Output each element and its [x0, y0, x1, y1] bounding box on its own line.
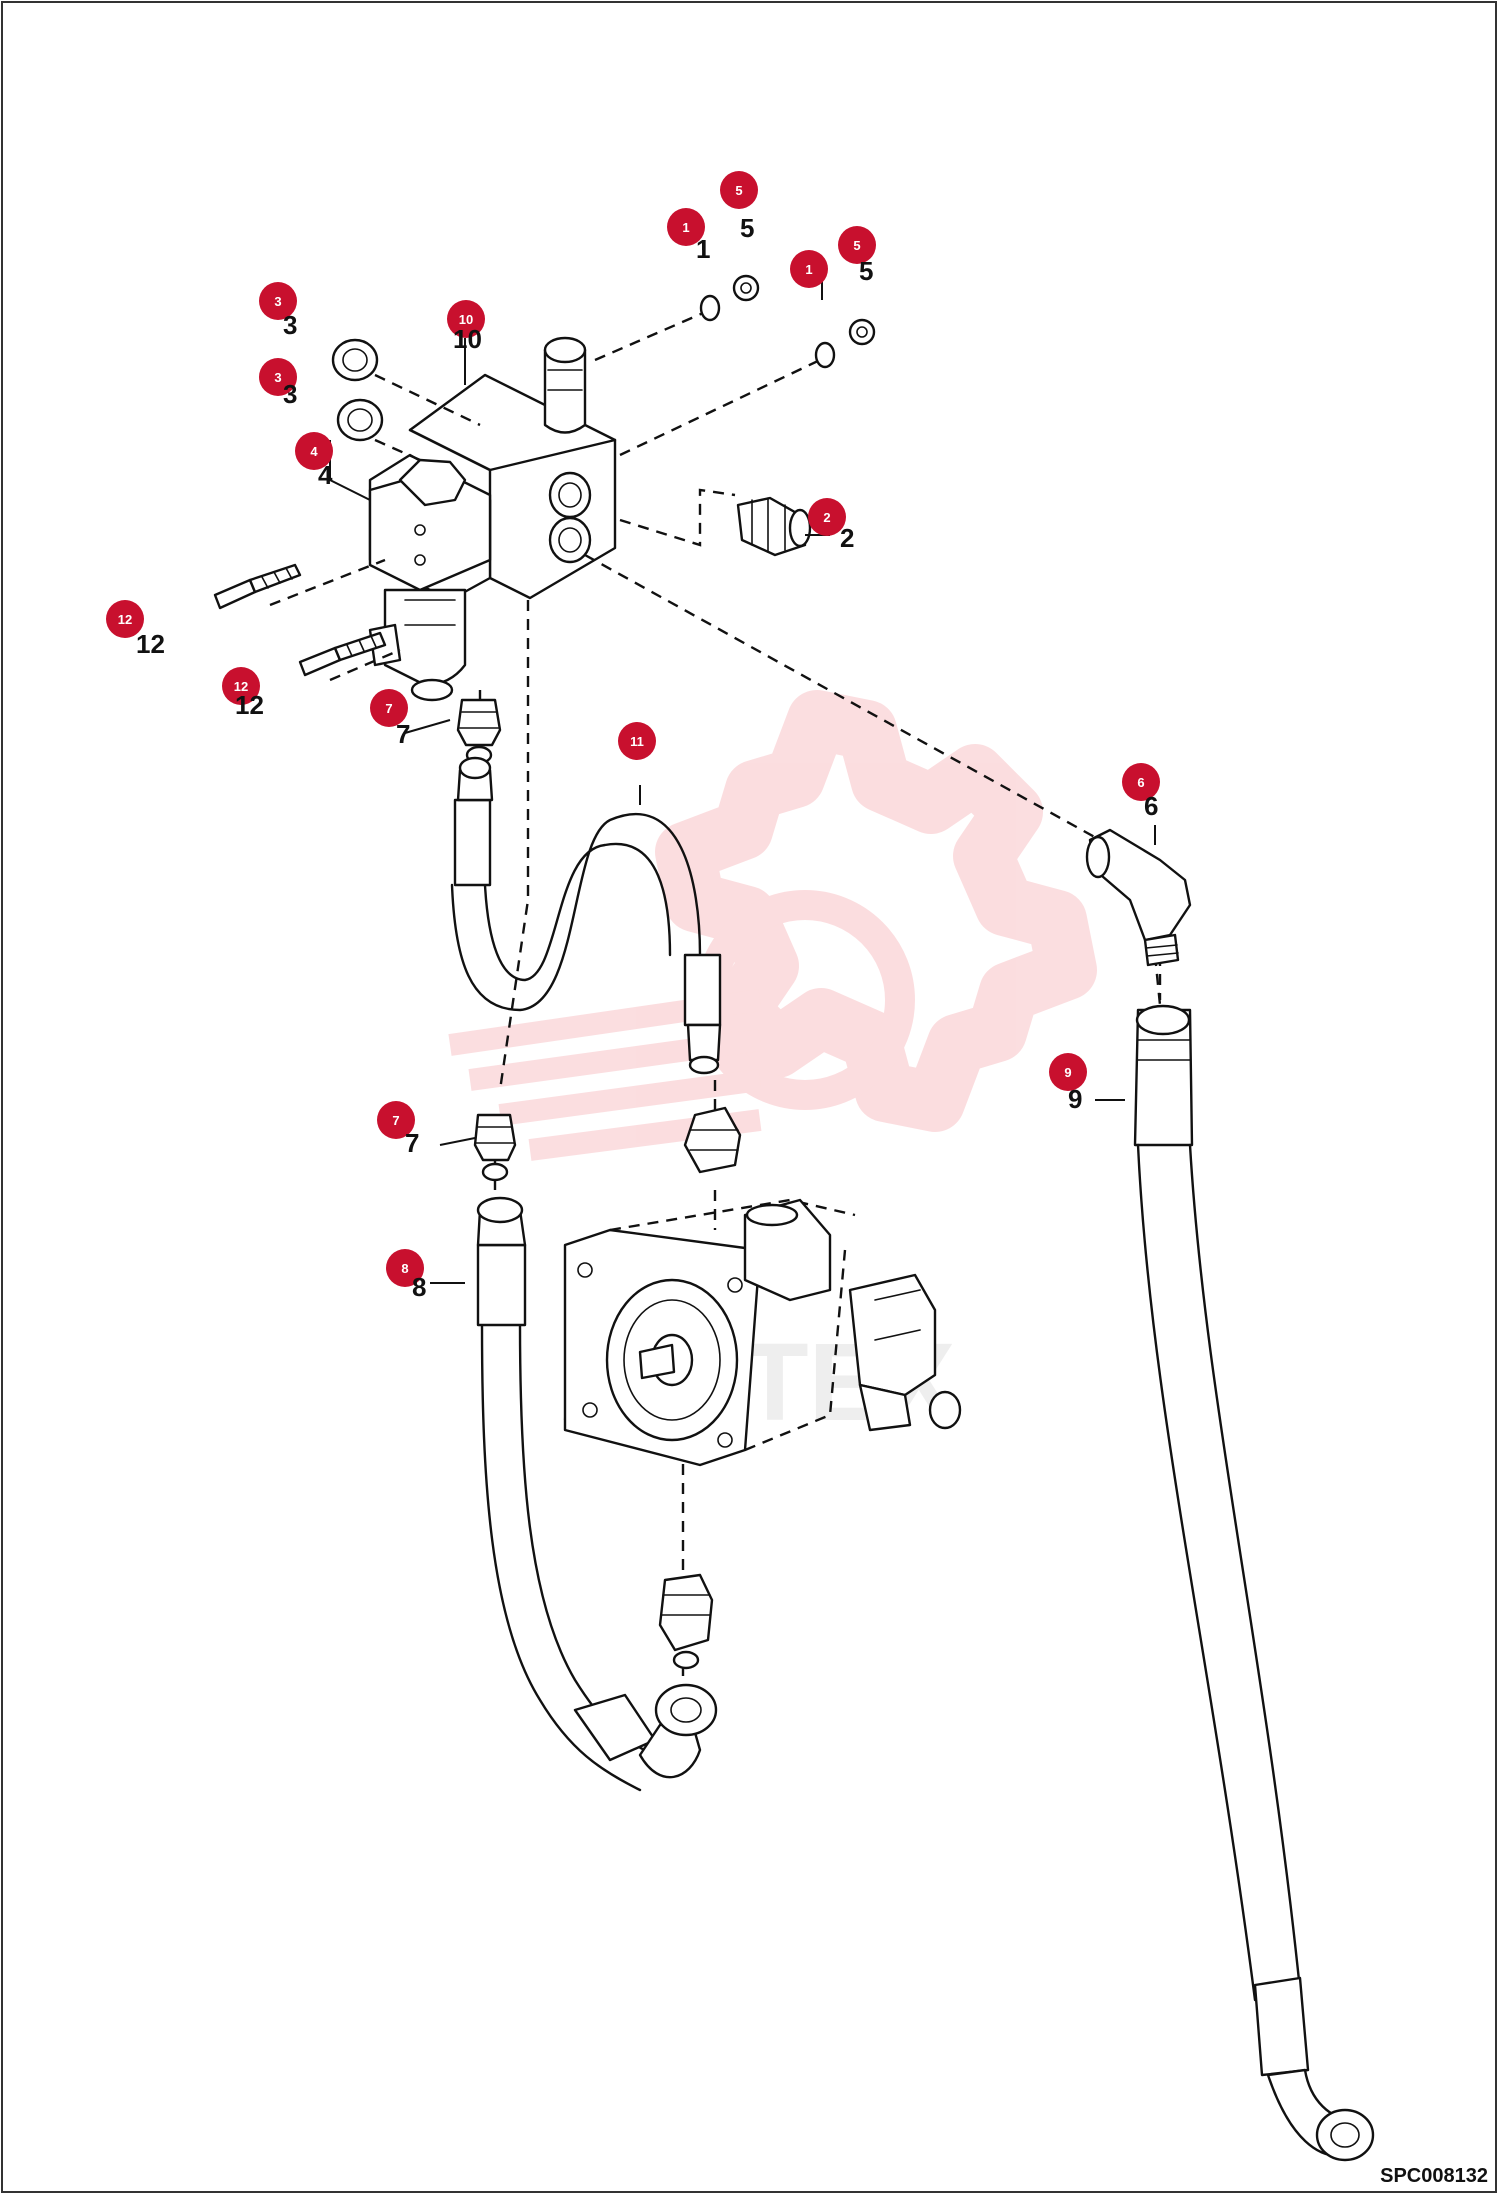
svg-text:12: 12	[118, 612, 132, 627]
callout-1a: 1 1	[667, 208, 710, 264]
nut-5b	[848, 318, 876, 346]
callout-3b: 3 3	[259, 358, 297, 409]
svg-text:10: 10	[459, 312, 473, 327]
callout-1b: 1	[790, 250, 828, 288]
svg-text:9: 9	[1064, 1065, 1071, 1080]
svg-text:12: 12	[136, 629, 165, 659]
svg-text:6: 6	[1137, 775, 1144, 790]
hose-11	[450, 756, 722, 1075]
fitting-7a	[456, 698, 502, 765]
svg-text:8: 8	[401, 1261, 408, 1276]
bolt-12b	[298, 631, 387, 677]
callout-7b: 7 7	[377, 1101, 419, 1158]
svg-text:4: 4	[318, 460, 333, 490]
elbow-fitting-6	[1085, 828, 1192, 967]
svg-text:3: 3	[283, 379, 297, 409]
svg-text:8: 8	[412, 1272, 426, 1302]
motor-fitting-bottom	[658, 1573, 714, 1670]
hydraulic-motor	[563, 1198, 962, 1467]
assembly-lines	[269, 308, 1162, 1695]
callout-12a: 12 12	[106, 600, 165, 659]
svg-text:7: 7	[392, 1113, 399, 1128]
callout-11: 11	[618, 722, 656, 760]
svg-text:5: 5	[859, 256, 873, 286]
svg-text:3: 3	[283, 310, 297, 340]
nut-5a	[732, 274, 760, 302]
svg-text:5: 5	[735, 183, 742, 198]
washer-1a	[699, 294, 721, 322]
svg-text:6: 6	[1144, 791, 1158, 821]
callout-8: 8 8	[386, 1249, 426, 1302]
motor-fitting-top	[683, 1106, 742, 1174]
svg-text:1: 1	[805, 262, 812, 277]
hose-9	[1133, 1004, 1375, 2162]
svg-text:7: 7	[385, 701, 392, 716]
callout-5b: 5 5	[838, 226, 876, 286]
svg-text:11: 11	[630, 734, 644, 749]
callout-5a: 5 5	[720, 171, 758, 243]
svg-text:3: 3	[274, 294, 281, 309]
callout-12b: 12 12	[222, 667, 264, 720]
drawing-code: SPC008132	[1380, 2165, 1488, 2187]
svg-text:5: 5	[853, 238, 860, 253]
valve-block	[368, 336, 617, 702]
svg-text:1: 1	[696, 234, 710, 264]
washer-1b	[814, 341, 836, 369]
svg-text:1: 1	[682, 220, 689, 235]
svg-text:3: 3	[274, 370, 281, 385]
plug-3b	[336, 398, 384, 442]
bolt-12a	[213, 563, 302, 610]
callout-3a: 3 3	[259, 282, 297, 340]
svg-text:12: 12	[235, 690, 264, 720]
svg-text:9: 9	[1068, 1084, 1082, 1114]
svg-text:7: 7	[396, 719, 410, 749]
svg-text:2: 2	[823, 510, 830, 525]
svg-text:2: 2	[840, 523, 854, 553]
svg-text:5: 5	[740, 213, 754, 243]
svg-text:10: 10	[453, 324, 482, 354]
watermark-gear-icon: AP TEX	[448, 690, 1097, 1444]
callout-6: 6 6	[1122, 763, 1160, 821]
svg-text:7: 7	[405, 1128, 419, 1158]
callout-9: 9 9	[1049, 1053, 1087, 1114]
callout-4: 4 4	[295, 432, 333, 490]
callout-7a: 7 7	[370, 689, 410, 749]
hose-8	[476, 1196, 718, 1792]
svg-text:4: 4	[310, 444, 318, 459]
fitting-2	[736, 496, 812, 557]
callout-2: 2 2	[808, 498, 854, 553]
svg-text:12: 12	[234, 679, 248, 694]
fitting-7b	[473, 1113, 517, 1182]
plug-3a	[331, 338, 379, 382]
callout-10: 10 10	[447, 300, 485, 354]
